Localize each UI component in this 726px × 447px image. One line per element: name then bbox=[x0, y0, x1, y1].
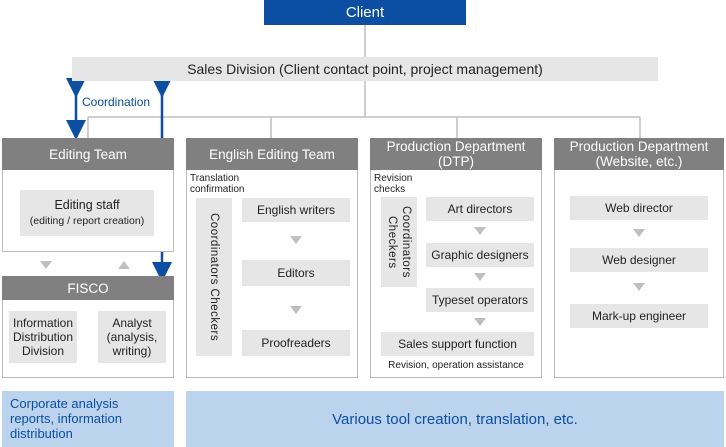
down-triangle-icon bbox=[290, 306, 302, 314]
editors-box: Editors bbox=[242, 260, 350, 286]
down-triangle-icon bbox=[40, 261, 52, 269]
coordination-label: Coordination bbox=[82, 95, 151, 109]
sales-support-box: Sales support function bbox=[381, 332, 534, 356]
dtp-coordinators-box: Coordinators Checkers bbox=[381, 197, 417, 287]
editing-staff-detail: (editing / report creation) bbox=[29, 215, 145, 227]
sales-division-box: Sales Division (Client contact point, pr… bbox=[72, 57, 658, 81]
proofreaders-box: Proofreaders bbox=[242, 330, 350, 356]
info-distribution-box: Information Distribution Division bbox=[9, 311, 77, 363]
corporate-analysis-band: Corporate analysis reports, information … bbox=[2, 391, 174, 447]
english-team-title: English Editing Team bbox=[186, 138, 358, 170]
tool-creation-band: Various tool creation, translation, etc. bbox=[186, 391, 724, 447]
english-coordinators-box: Coordinators Checkers bbox=[196, 198, 232, 356]
down-triangle-icon bbox=[474, 318, 486, 326]
translation-confirmation-note: Translation confirmation bbox=[190, 173, 245, 195]
down-triangle-icon bbox=[633, 283, 645, 291]
down-triangle-icon bbox=[474, 273, 486, 281]
graphic-designers-box: Graphic designers bbox=[426, 243, 534, 267]
sales-support-note: Revision, operation assistance bbox=[388, 359, 524, 371]
up-triangle-icon bbox=[118, 261, 130, 269]
editing-staff-box: Editing staff (editing / report creation… bbox=[20, 190, 154, 236]
revision-checks-note: Revision checks bbox=[374, 173, 413, 195]
dtp-title: Production Department (DTP) bbox=[370, 138, 542, 170]
english-writers-box: English writers bbox=[242, 198, 350, 222]
typeset-operators-box: Typeset operators bbox=[426, 288, 534, 312]
down-triangle-icon bbox=[633, 229, 645, 237]
english-coordinators-label: Coordinators Checkers bbox=[208, 212, 220, 342]
editing-staff-label: Editing staff bbox=[54, 198, 120, 212]
web-director-box: Web director bbox=[570, 196, 708, 220]
fisco-title: FISCO bbox=[2, 276, 174, 300]
down-triangle-icon bbox=[290, 236, 302, 244]
editing-team-title: Editing Team bbox=[2, 138, 174, 170]
client-box: Client bbox=[264, 0, 466, 25]
web-designer-box: Web designer bbox=[570, 248, 708, 272]
down-triangle-icon bbox=[474, 227, 486, 235]
art-directors-box: Art directors bbox=[426, 197, 534, 221]
analyst-box: Analyst (analysis, writing) bbox=[98, 311, 166, 363]
dtp-coordinators-label: Coordinators Checkers bbox=[386, 206, 412, 278]
web-title: Production Department (Website, etc.) bbox=[554, 138, 724, 170]
markup-engineer-box: Mark-up engineer bbox=[570, 304, 708, 328]
